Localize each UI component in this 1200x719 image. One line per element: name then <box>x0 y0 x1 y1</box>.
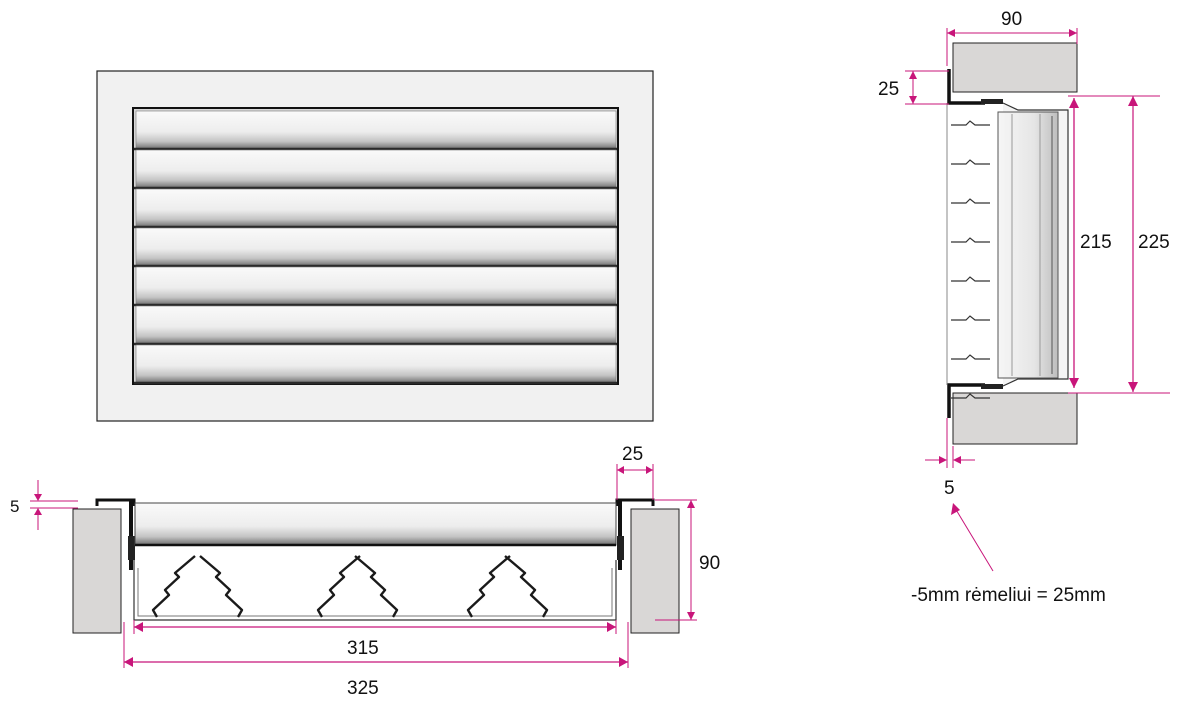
grille-blade <box>134 149 617 190</box>
side-view: 90 25 215 225 <box>878 9 1170 606</box>
frame-clip-left <box>128 536 135 560</box>
section-top-blade <box>134 502 617 546</box>
grille-blades <box>134 110 617 385</box>
dim-outer-width <box>123 622 629 668</box>
frame-flange-right <box>615 498 655 506</box>
wall-left <box>72 508 122 634</box>
wall-bottom <box>952 392 1078 445</box>
frame-clip-right <box>617 536 624 560</box>
damper-blade <box>354 555 399 618</box>
side-frame-top <box>947 69 985 105</box>
side-blade-ticks <box>951 120 990 399</box>
side-blade-tick <box>951 315 990 321</box>
side-blade-tick <box>951 237 990 243</box>
side-blade-tick <box>951 354 990 360</box>
side-blade-tick <box>951 159 990 165</box>
dim-side-flange <box>905 70 949 105</box>
dim-flange-width <box>616 464 654 500</box>
grille-blade <box>134 266 617 307</box>
damper-housing <box>133 560 617 621</box>
side-blade-tick <box>951 393 990 399</box>
dim-label-inner-width: 315 <box>347 638 379 659</box>
side-blade-tick <box>951 120 990 126</box>
dim-label-depth: 90 <box>699 553 720 574</box>
dim-label-side-depth: 90 <box>1001 9 1022 30</box>
grille-blade <box>134 110 617 151</box>
side-frame-bottom <box>947 383 985 418</box>
dim-label-flange-width: 25 <box>622 444 643 465</box>
frame-flange-left <box>95 498 136 506</box>
grille-blade <box>134 227 617 268</box>
dim-label-outer-height: 225 <box>1138 232 1170 253</box>
dim-label-inner-height: 215 <box>1080 232 1112 253</box>
damper-blades <box>151 555 549 618</box>
damper-blade <box>504 555 549 618</box>
wall-top <box>952 42 1078 93</box>
side-view-note: -5mm rėmeliui = 25mm <box>911 585 1106 606</box>
dim-side-gap <box>925 418 975 468</box>
grille-blade <box>134 344 617 385</box>
dim-flange-step <box>30 480 78 530</box>
dim-label-side-flange: 25 <box>878 79 899 100</box>
dim-label-flange-step: 5 <box>10 497 19 516</box>
damper-housing-inner <box>137 568 613 617</box>
grille-blade <box>134 305 617 346</box>
side-blade-body <box>997 111 1059 379</box>
side-clip-top <box>981 99 1003 104</box>
wall-right <box>630 508 680 634</box>
front-view <box>96 70 654 422</box>
dim-side-depth <box>946 28 1078 66</box>
damper-blade <box>466 555 511 618</box>
side-clip-bottom <box>981 384 1003 389</box>
dim-label-side-gap: 5 <box>944 478 955 499</box>
damper-blade <box>151 555 196 618</box>
grille-blade <box>134 188 617 229</box>
note-leader <box>951 503 994 572</box>
dim-outer-height <box>1128 96 1138 392</box>
side-blade-tick <box>951 276 990 282</box>
side-blade-tick <box>951 198 990 204</box>
damper-blade <box>316 555 361 618</box>
dim-inner-width <box>133 620 617 634</box>
section-view: 5 25 90 315 <box>10 444 720 699</box>
damper-blade <box>199 555 244 618</box>
dim-inner-height <box>1068 95 1170 394</box>
dim-depth <box>655 499 697 621</box>
dim-label-outer-width: 325 <box>347 678 379 699</box>
